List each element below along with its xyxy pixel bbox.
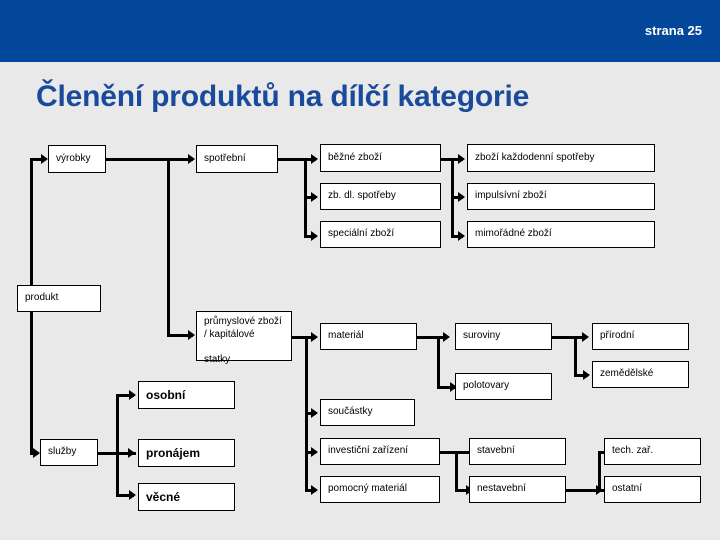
header-band [0, 0, 720, 62]
node-zemedelske[interactable]: zemědělské [592, 361, 689, 388]
connector-suroviny-to-zemedelske [574, 374, 588, 377]
connector-sluzby-to-osobni [116, 394, 134, 397]
connector-to-prumyslove [167, 334, 193, 337]
connector-vyrobky-branch-down [167, 158, 170, 336]
connector-suroviny-spine [574, 336, 577, 377]
arrow-to-bezne-zbozi [311, 154, 318, 164]
arrow-to-polotovary [450, 382, 457, 392]
arrow-to-impulsivni-zbozi [458, 192, 465, 202]
arrow-to-spotrebni [188, 154, 195, 164]
node-impulsivni-zbozi[interactable]: impulsívní zboží [467, 183, 655, 210]
node-pomocny-material[interactable]: pomocný materiál [320, 476, 440, 503]
arrow-to-vyrobky [41, 154, 48, 164]
connector-produkt-to-vyrobky [30, 158, 44, 161]
arrow-to-material [311, 332, 318, 342]
connector-investicni-spine [455, 451, 458, 491]
connector-investicni-to-nestavebni [455, 489, 470, 492]
connector-spotrebni-to-dl [304, 196, 316, 199]
arrow-to-vecne [129, 490, 136, 500]
page-title: Členění produktů na dílčí kategorie [36, 80, 530, 113]
page-number: strana 25 [644, 23, 702, 38]
node-vyrobky[interactable]: výrobky [48, 145, 106, 173]
node-stavebni[interactable]: stavební [469, 438, 566, 465]
arrow-to-prirodni [582, 332, 589, 342]
connector-bezne-to-kazdodenni [451, 158, 463, 161]
arrow-to-pomocny-material [311, 485, 318, 495]
node-tech-zar[interactable]: tech. zař. [604, 438, 701, 465]
node-mimoradne-zbozi[interactable]: mimořádné zboží [467, 221, 655, 248]
arrow-to-prumyslove [188, 330, 195, 340]
node-suroviny[interactable]: suroviny [455, 323, 552, 350]
connector-bezne-to-mimoradne [451, 235, 463, 238]
connector-spotrebni-out [278, 158, 306, 161]
arrow-to-osobni [129, 390, 136, 400]
connector-sluzby-spine [116, 394, 119, 496]
connector-spotrebni-to-bezne [304, 158, 316, 161]
arrow-to-zb-dl-spotreby [311, 192, 318, 202]
node-produkt[interactable]: produkt [17, 285, 101, 312]
arrow-to-zbozi-kazdodenni [458, 154, 465, 164]
arrow-to-soucastky [311, 408, 318, 418]
arrow-to-suroviny [443, 332, 450, 342]
node-bezne-zbozi[interactable]: běžné zboží [320, 144, 441, 172]
node-prirodni[interactable]: přírodní [592, 323, 689, 350]
node-zbozi-kazdodenni-spotreby[interactable]: zboží každodenní spotřeby [467, 144, 655, 172]
node-vecne[interactable]: věcné [138, 483, 235, 511]
connector-prumyslove-to-soucastky [305, 412, 316, 415]
node-prumyslove-zbozi[interactable]: průmyslové zboží / kapitálové statky [196, 311, 292, 365]
arrow-to-zemedelske [583, 370, 590, 380]
node-zb-dl-spotreby[interactable]: zb. dl. spotřeby [320, 183, 441, 210]
connector-material-spine [437, 336, 440, 388]
connector-bezne-to-impulsivni [451, 196, 463, 199]
connector-material-to-polotovary [437, 386, 455, 389]
arrow-to-investicni-zarizeni [311, 447, 318, 457]
connector-material-out [417, 336, 443, 339]
arrow-to-specialni-zbozi [311, 231, 318, 241]
arrow-to-sluzby [33, 448, 40, 458]
node-investicni-zarizeni[interactable]: investiční zařízení [320, 438, 440, 465]
node-polotovary[interactable]: polotovary [455, 373, 552, 400]
arrow-to-mimoradne-zbozi [458, 231, 465, 241]
connector-prumyslove-to-pomocny [305, 489, 316, 492]
node-pronajem[interactable]: pronájem [138, 439, 235, 467]
node-sluzby[interactable]: služby [40, 439, 98, 466]
connector-nestavebni-spine [598, 451, 601, 492]
connector-prumyslove-to-investicni [305, 451, 316, 454]
node-ostatni[interactable]: ostatní [604, 476, 701, 503]
connector-prumyslove-to-material [305, 336, 316, 339]
node-osobni[interactable]: osobní [138, 381, 235, 409]
connector-suroviny-out [552, 336, 582, 339]
connector-produkt-spine-down [30, 311, 33, 454]
connector-sluzby-to-vecne [116, 494, 134, 497]
arrow-to-pronajem [128, 448, 135, 458]
connector-nestavebni-out [566, 489, 604, 492]
node-spotrebni[interactable]: spotřební [196, 145, 278, 173]
node-material[interactable]: materiál [320, 323, 417, 350]
connector-produkt-spine-up [30, 159, 33, 286]
connector-vyrobky-out [105, 158, 193, 161]
connector-prumyslove-out [292, 336, 308, 339]
connector-spotrebni-to-specialni [304, 235, 316, 238]
node-soucastky[interactable]: součástky [320, 399, 415, 426]
node-nestavebni[interactable]: nestavební [469, 476, 566, 503]
node-specialni-zbozi[interactable]: speciální zboží [320, 221, 441, 248]
